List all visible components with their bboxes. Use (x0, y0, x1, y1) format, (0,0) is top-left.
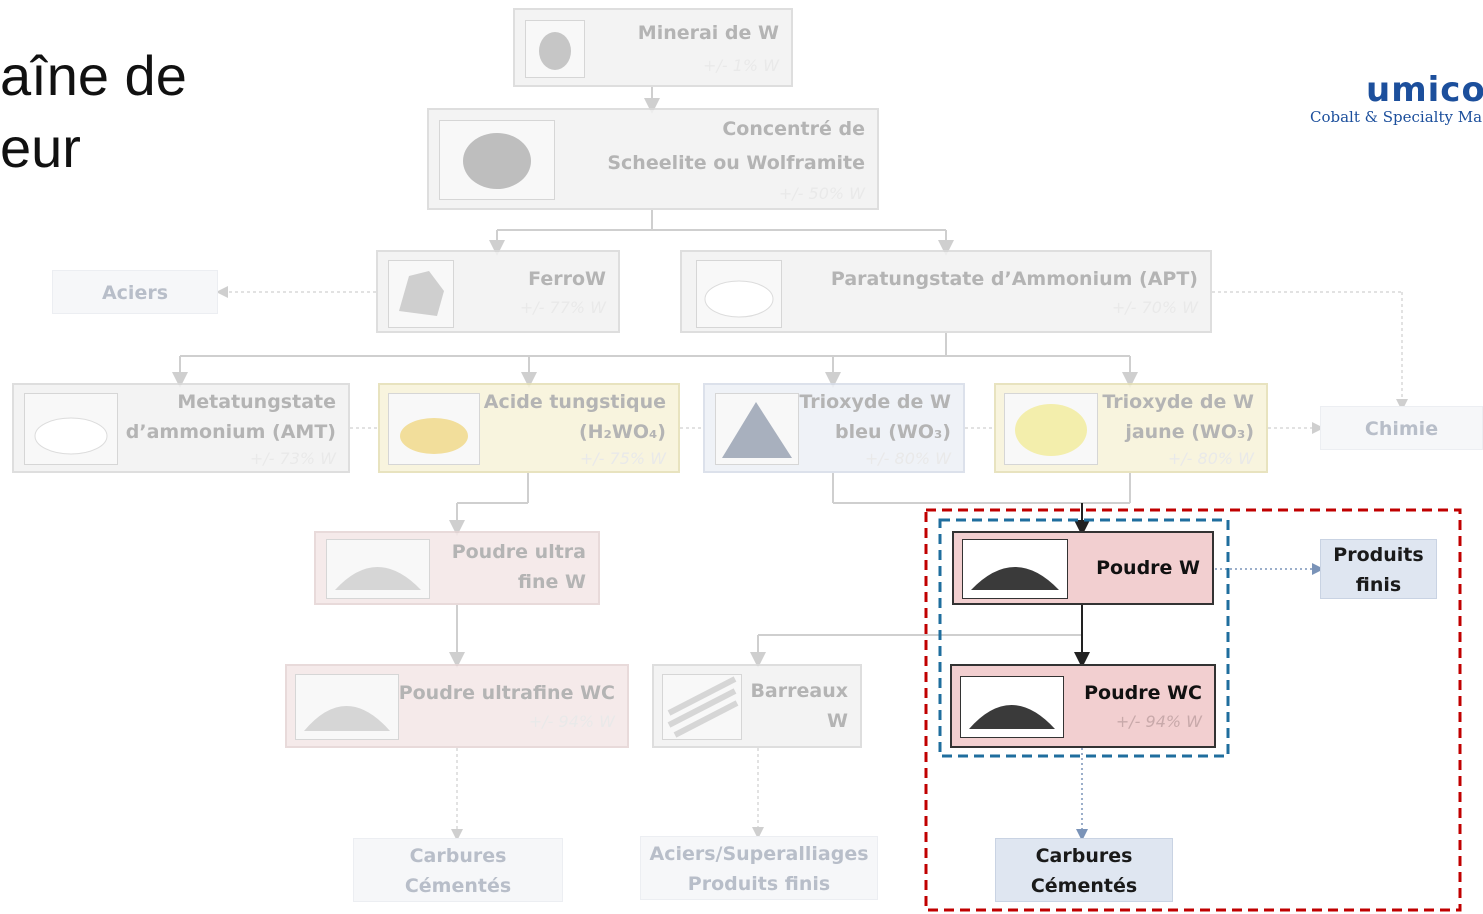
highlight-blue-dashed (938, 518, 1230, 758)
title-line-2: eur (0, 116, 81, 179)
node-amt: Metatungstate d’ammonium (AMT) +/- 73% W (12, 383, 350, 473)
page-title: aîne de eur (0, 40, 187, 184)
logo-tagline: Cobalt & Specialty Ma (1310, 108, 1483, 126)
poudre-ultrafine-wc-image (295, 674, 399, 740)
node-barreaux: Barreaux W (652, 664, 862, 748)
logo-brand: umico (1366, 70, 1483, 110)
output-line-1: Carbures (1035, 845, 1133, 867)
node-label-line-1: Trioxyde de W (1102, 391, 1254, 413)
node-label-line-1: Concentré de (722, 118, 865, 140)
output-chimie: Chimie (1320, 406, 1483, 450)
node-apt: Paratungstate d’Ammonium (APT) +/- 70% W (680, 250, 1212, 333)
output-carbures-cementes-right: Carbures Cémentés (995, 838, 1173, 902)
node-percentage: +/- 75% W (579, 449, 666, 468)
amt-image (24, 393, 118, 465)
node-label: Paratungstate d’Ammonium (APT) (830, 268, 1198, 290)
node-label: Poudre ultrafine WC (398, 682, 615, 704)
output-line-2: Produits finis (687, 873, 831, 895)
poudre-wc-image (960, 676, 1064, 738)
ore-image (525, 20, 585, 78)
poudre-ultra-image (326, 539, 430, 599)
node-label-line-2: Scheelite ou Wolframite (607, 152, 865, 174)
node-label-line-1: Trioxyde de W (799, 391, 951, 413)
node-label: Poudre WC (1084, 682, 1202, 704)
concentrate-image (439, 120, 555, 200)
node-label-line-2: (H₂WO₄) (578, 421, 666, 443)
node-percentage: +/- 73% W (249, 449, 336, 468)
node-percentage: +/- 80% W (1167, 449, 1254, 468)
barreaux-image (662, 674, 742, 740)
output-line-1: Carbures (409, 845, 507, 867)
apt-image (696, 260, 782, 328)
node-trioxyde-bleu: Trioxyde de W bleu (WO₃) +/- 80% W (703, 383, 965, 473)
output-aciers-superalliages: Aciers/Superalliages Produits finis (640, 836, 878, 900)
node-poudre-wc: Poudre WC +/- 94% W (950, 664, 1216, 748)
node-percentage: +/- 77% W (519, 298, 606, 317)
output-line-1: Aciers/Superalliages (649, 843, 869, 865)
node-minerai: Minerai de W +/- 1% W (513, 8, 793, 87)
output-produits-finis-line-1: Produits (1333, 544, 1424, 566)
output-line-2: Cémentés (1030, 875, 1138, 897)
node-label: FerroW (528, 268, 606, 290)
node-label-line-2: jaune (WO₃) (1125, 421, 1254, 443)
node-label-line-1: Poudre ultra (451, 541, 586, 563)
node-poudre-ultrafine-wc: Poudre ultrafine WC +/- 94% W (285, 664, 629, 748)
node-label-line-1: Barreaux (750, 680, 848, 702)
trioxyde-bleu-image (715, 393, 799, 465)
output-line-2: Cémentés (404, 875, 512, 897)
node-trioxyde-jaune: Trioxyde de W jaune (WO₃) +/- 80% W (994, 383, 1268, 473)
highlight-red-dashed (924, 508, 1462, 912)
node-concentre: Concentré de Scheelite ou Wolframite +/-… (427, 108, 879, 210)
node-label-line-2: bleu (WO₃) (835, 421, 951, 443)
output-produits-finis-line-2: finis (1355, 574, 1402, 596)
node-acide-tungstique: Acide tungstique (H₂WO₄) +/- 75% W (378, 383, 680, 473)
poudre-w-image (962, 539, 1068, 599)
node-label: Poudre W (1096, 557, 1200, 579)
node-label-line-2: fine W (517, 571, 586, 593)
acide-image (388, 393, 480, 465)
node-percentage: +/- 94% W (1115, 712, 1202, 731)
node-percentage: +/- 80% W (864, 449, 951, 468)
node-poudre-ultrafine-w: Poudre ultra fine W (314, 531, 600, 605)
node-label: Minerai de W (637, 22, 779, 44)
node-poudre-w: Poudre W (952, 531, 1214, 605)
node-label-line-1: Metatungstate (177, 391, 336, 413)
node-label-line-2: W (827, 710, 848, 732)
output-aciers: Aciers (52, 270, 218, 314)
node-label-line-2: d’ammonium (AMT) (125, 421, 336, 443)
node-ferrow: FerroW +/- 77% W (376, 250, 620, 333)
node-percentage: +/- 1% W (703, 56, 779, 75)
output-carbures-cementes-left: Carbures Cémentés (353, 838, 563, 902)
ferrow-image (388, 260, 454, 328)
output-produits-finis: Produits finis (1320, 539, 1437, 599)
title-line-1: aîne de (0, 44, 187, 107)
node-percentage: +/- 70% W (1111, 298, 1198, 317)
node-label-line-1: Acide tungstique (483, 391, 666, 413)
node-percentage: +/- 50% W (778, 184, 865, 203)
trioxyde-jaune-image (1004, 393, 1098, 465)
node-percentage: +/- 94% W (528, 712, 615, 731)
